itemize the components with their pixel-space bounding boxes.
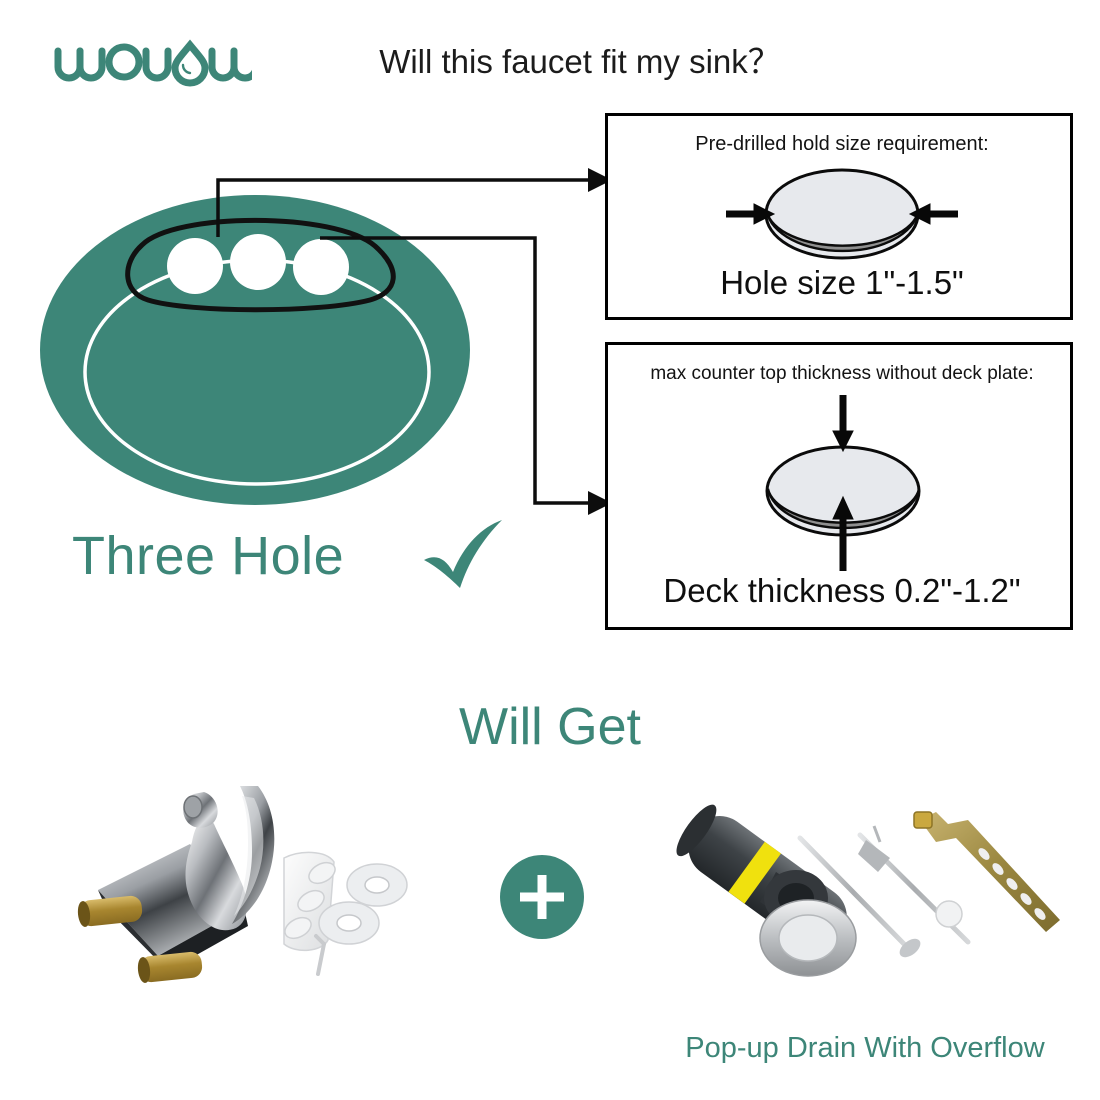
leader-to-hole-size: [216, 178, 588, 237]
drain-stopper: [759, 899, 857, 977]
sink-hole-3: [293, 239, 349, 295]
hole-size-graphic: [726, 166, 958, 262]
hole-size-value: Hole size 1"-1.5": [720, 264, 964, 301]
hole-size-heading: Pre-drilled hold size requirement:: [695, 133, 989, 155]
faucet-product-image: [72, 758, 422, 1016]
sink-body: [40, 195, 470, 505]
sink-hole-1: [167, 238, 223, 294]
drain-caption: Pop-up Drain With Overflow: [685, 1032, 1045, 1064]
mounting-nuts: [318, 863, 408, 945]
leader-arrow-hole-size: [588, 168, 612, 192]
deck-thickness-arrows: [832, 395, 854, 571]
leader-to-deck-thickness: [320, 236, 588, 505]
lift-rod: [797, 835, 921, 958]
callout-deck-thickness: max counter top thickness without deck p…: [605, 342, 1073, 630]
sink-hole-2: [230, 234, 286, 290]
plus-badge: [499, 854, 585, 940]
page-title: Will this faucet fit my sink？: [379, 43, 781, 80]
deck-thickness-graphic: [718, 395, 968, 571]
faucet-handle-highlight: [234, 796, 264, 916]
leader-lines: [0, 100, 660, 540]
pop-up-drain-image: [668, 790, 1074, 1005]
faucet-spout: [185, 818, 247, 931]
sink-diagram: [30, 150, 590, 530]
deck-thickness-value: Deck thickness 0.2"-1.2": [663, 572, 1021, 609]
drain-label-band: [728, 841, 782, 904]
will-get-title: Will Get: [459, 698, 641, 756]
clevis-strap: [913, 811, 1060, 932]
wowow-logo: [52, 38, 260, 90]
deck-thickness-heading: max counter top thickness without deck p…: [650, 363, 1034, 384]
leader-arrow-deck-thickness: [588, 491, 612, 515]
pivot-rod: [857, 825, 971, 945]
allen-wrench: [314, 934, 326, 976]
hole-size-arrows: [726, 203, 958, 225]
plus-icon: [520, 875, 564, 919]
check-icon: [420, 518, 506, 594]
clevis-screw: [913, 811, 933, 829]
aerator-face: [183, 795, 203, 819]
three-hole-label: Three Hole: [72, 526, 345, 586]
faucet-shanks: [77, 895, 203, 983]
callout-hole-size: Pre-drilled hold size requirement: Hole …: [605, 113, 1073, 320]
hole-group-outline: [125, 217, 396, 313]
pivot-ball: [935, 900, 963, 928]
pivot-nut: [858, 840, 890, 872]
hole-depth-shading: [766, 488, 921, 530]
